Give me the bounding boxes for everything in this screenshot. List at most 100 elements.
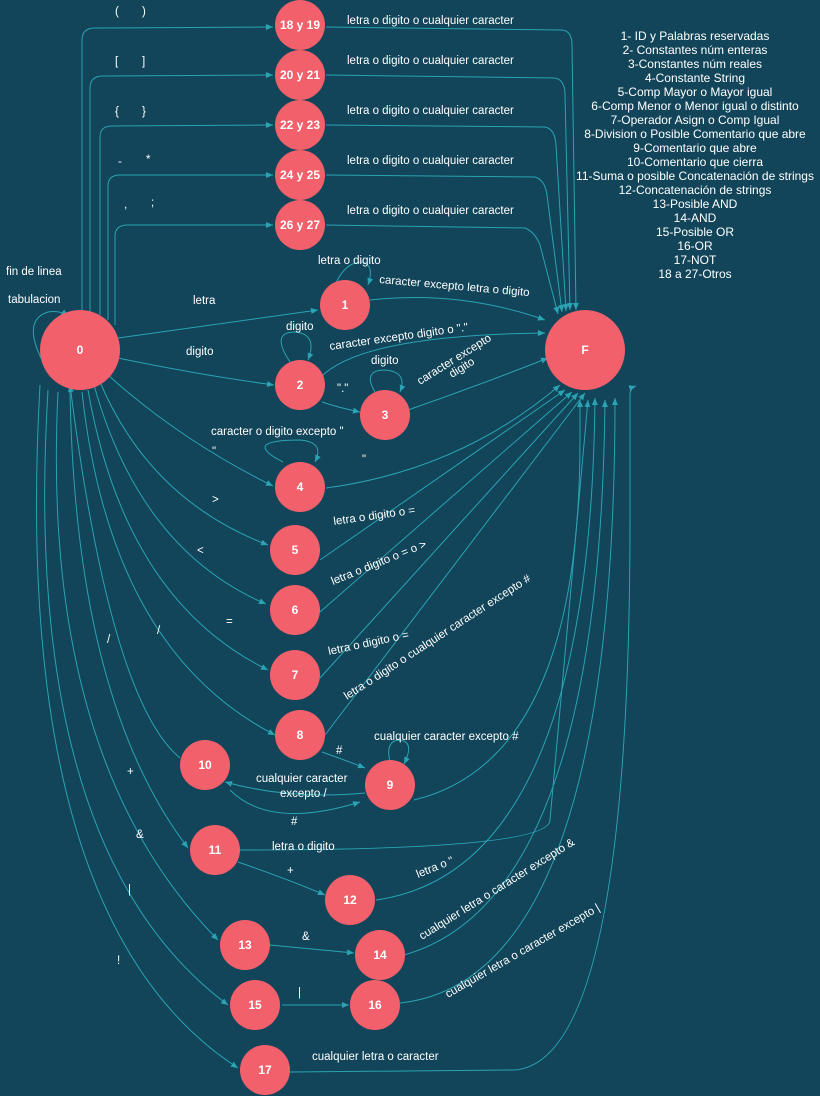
lbl-lt: < [197,545,204,557]
lbl-bracket-close: ] [142,56,145,68]
node-2021-label: 20 y 21 [280,68,320,82]
node-1-label: 1 [342,298,349,312]
lbl-semicolon: ; [151,197,154,209]
edge-0-17 [36,384,239,1069]
edge-11-12 [237,861,326,896]
lbl-ldc-2021: letra o digito o cualquier caracter [347,55,514,67]
edge-7-F [319,392,579,679]
edge-10-9 [229,789,361,814]
lbl-ce-hash: cualquier caracter excepto # [374,731,519,743]
node-7-label: 7 [292,668,299,682]
node-5-label: 5 [292,543,299,557]
legend-item: 16-OR [677,239,713,253]
lbl-brace-close: } [142,106,146,118]
node-1: 1 [320,280,370,330]
node-F-label: F [581,343,588,357]
lbl-quote-out: " [362,454,366,466]
lbl-lde-5: letra o digito o = [333,505,416,528]
node-2223: 22 y 23 [275,100,325,150]
legend-item: 12-Concatenación de strings [619,183,772,197]
edge-4-self [264,439,321,463]
node-2425: 24 y 25 [275,150,325,200]
lbl-car-exc-letra-digito: caracter excepto letra o digito [379,274,530,299]
lbl-cl-exc-pipe: cualquier letra o caracter excepto | [444,902,603,1001]
node-5: 5 [270,525,320,575]
edge-0-2223 [99,122,274,315]
edge-0-6 [93,384,267,605]
edge-0-7 [87,389,269,671]
edge-2425-F [325,174,565,313]
lbl-eq: = [226,616,233,628]
legend-item: 11-Suma o posible Concatenación de strin… [576,169,814,183]
lbl-star: * [146,154,151,166]
lbl-gt: > [212,494,219,506]
node-0-label: 0 [77,343,84,357]
node-10-label: 10 [198,758,212,772]
node-12-label: 12 [343,893,357,907]
lbl-quote-in: " [212,446,216,458]
edges [32,24,637,1073]
node-9-label: 9 [387,778,394,792]
legend-item: 8-Division o Posible Comentario que abre [584,127,806,141]
node-14-label: 14 [373,948,387,962]
node-2425-label: 24 y 25 [280,168,320,182]
node-3: 3 [360,390,410,440]
lbl-ldc-2425: letra o digito o cualquier caracter [347,155,514,167]
lbl-ldc-1819: letra o digito o cualquier caracter [347,15,514,27]
edge-0-1 [117,307,319,339]
edge-8-F [324,392,586,736]
edge-0-2 [117,357,275,388]
edge-9-self [388,739,410,765]
edge-1-self [334,261,374,286]
legend-item: 15-Posible OR [656,225,734,239]
node-1819: 18 y 19 [275,0,325,50]
edge-14-F [403,399,608,956]
lbl-bang: ! [117,955,120,967]
lbl-plus-2: + [287,865,294,877]
edge-11-F [239,399,591,851]
node-F: F [545,310,625,390]
lbl-minus: - [118,156,122,168]
edge-2627-F [325,224,560,315]
lbl-cc-exc-2: excepto / [280,788,327,800]
lbl-punto: "." [337,383,348,395]
edge-0-11 [69,389,189,849]
lbl-letra-o-digito: letra o digito [318,255,381,267]
edge-9-10 [224,780,366,796]
node-4: 4 [275,462,325,512]
node-8: 8 [275,710,325,760]
edge-10-0 [67,384,181,759]
lbl-hash-2: # [291,816,298,828]
lbl-slash-2: / [157,625,161,637]
node-0: 0 [40,310,120,390]
edge-0-2425 [107,172,273,320]
node-16-label: 16 [368,998,382,1012]
legend-item: 17-NOT [674,253,717,267]
lbl-bracket-open: [ [115,56,119,68]
node-10: 10 [180,740,230,790]
edge-0-2021 [89,72,274,312]
lbl-amp-2: & [302,931,310,943]
edge-2-3 [321,401,361,414]
edge-2-F [319,330,546,379]
lbl-slash-1: / [107,634,111,646]
node-2: 2 [275,360,325,410]
edge-2021-F [325,74,573,311]
edge-5-F [319,389,566,561]
node-11: 11 [190,825,240,875]
lbl-fin-linea: fin de linea [6,266,62,278]
legend-item: 5-Comp Mayor o Mayor igual [618,85,773,99]
edge-0-13 [55,391,219,941]
legend: 1- ID y Palabras reservadas 2- Constante… [576,29,814,281]
node-7: 7 [270,650,320,700]
lbl-cc-exc-1: cualquier caracter [256,773,348,785]
edge-2-self [280,331,314,363]
legend-item: 6-Comp Menor o Menor igual o distinto [591,99,799,113]
edge-1-F [369,297,546,321]
legend-item: 7-Operador Asign o Comp Igual [611,113,780,127]
lbl-ldc-2223: letra o digito o cualquier caracter [347,105,514,117]
edge-3-self [369,369,406,393]
lbl-lde-7: letra o digito o = [327,629,410,658]
lbl-cl-o-car: cualquier letra o caracter [312,1051,439,1063]
